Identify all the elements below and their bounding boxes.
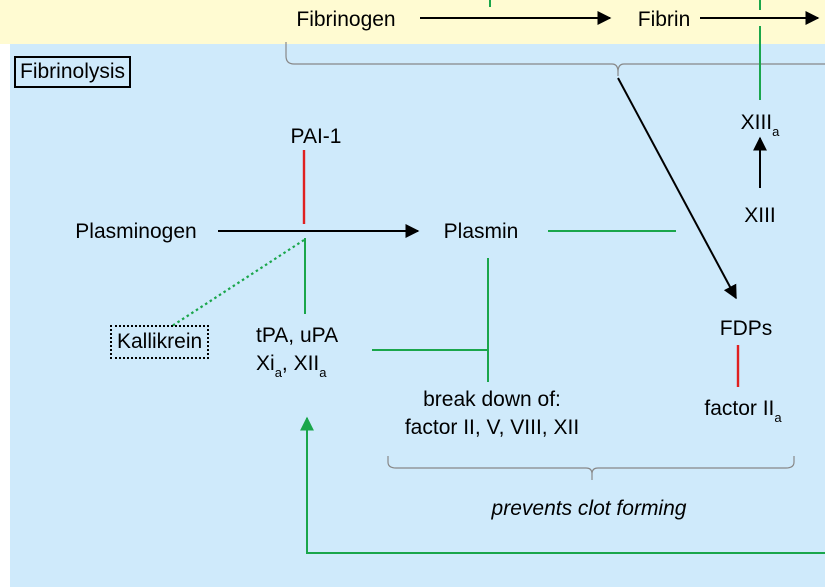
factor-iia-base: factor II [704, 397, 775, 420]
xiia-subscript: a [319, 365, 327, 380]
section-title: Fibrinolysis [14, 56, 132, 88]
prevents-clot-label: prevents clot forming [491, 497, 687, 520]
fibrin-to-fdps-arrow [617, 77, 737, 300]
plasmin-label: Plasmin [443, 220, 519, 243]
activators-label: tPA, uPA Xia, XIIa [256, 322, 338, 380]
xiiia-subscript: a [772, 124, 780, 139]
xiiia-base: XIII [740, 111, 773, 134]
coagulation-brace [285, 42, 825, 76]
factor-iia-subscript: a [774, 410, 782, 425]
xiia-base: XII [293, 352, 320, 375]
activators-separator: , [281, 352, 294, 375]
activators-line2: Xia, XIIa [256, 350, 338, 380]
breakdown-label: break down of: factor II, V, VIII, XII [405, 386, 579, 442]
factor-iia-label: factor IIa [704, 397, 781, 424]
xia-subscript: a [274, 365, 282, 380]
plasminogen-label: Plasminogen [75, 220, 197, 243]
kallikrein-label: Kallikrein [110, 325, 210, 359]
fdps-label: FDPs [719, 317, 773, 340]
breakdown-line1: break down of: [423, 388, 561, 411]
fibrinogen-label: Fibrinogen [296, 8, 396, 31]
fibrin-label: Fibrin [637, 8, 691, 31]
pai1-label: PAI-1 [290, 125, 342, 148]
xiii-label: XIII [744, 204, 776, 227]
feedback-loop-line [300, 416, 825, 554]
fibrinolysis-band [10, 44, 825, 587]
breakdown-line2: factor II, V, VIII, XII [404, 416, 580, 439]
xia-base: Xi [256, 352, 275, 375]
xiiia-label: XIIIa [740, 111, 780, 138]
kallikrein-dotted-link [171, 239, 305, 327]
coagulation-band [0, 0, 825, 44]
prevents-brace [387, 456, 795, 480]
activators-line1: tPA, uPA [256, 324, 339, 347]
